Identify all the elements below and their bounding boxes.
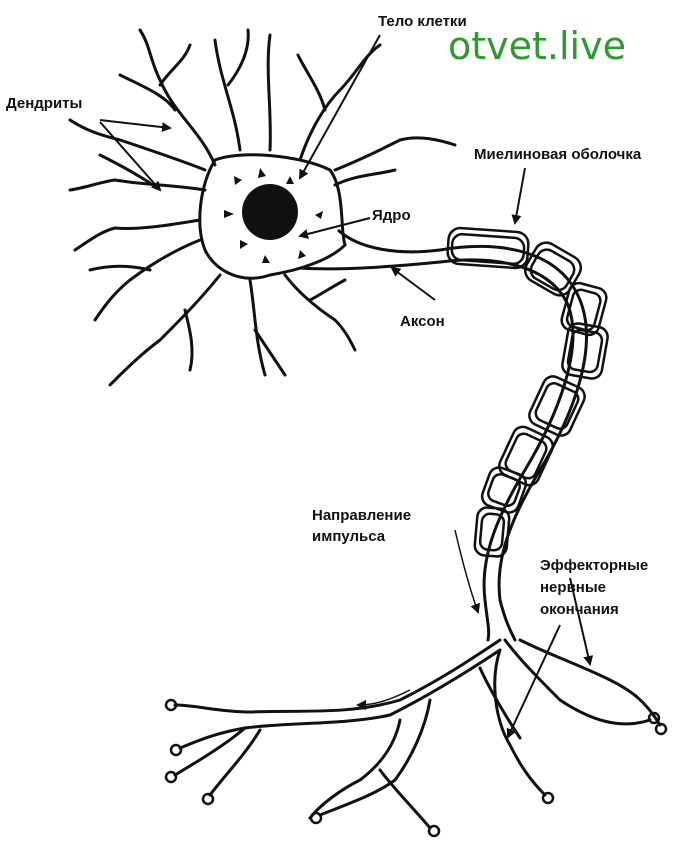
label-dendrites: Дендриты: [6, 95, 83, 112]
label-arrows: [99, 34, 594, 739]
nucleus: [242, 184, 298, 240]
axon-lower-edge: [299, 260, 441, 271]
myelin-sheath: [446, 226, 609, 558]
cell-body-outline: [198, 153, 347, 280]
axon-hillock: [336, 228, 441, 254]
terminal-knobs: [164, 698, 668, 838]
impulse-arrows: [356, 529, 480, 710]
label-myelin-sheath: Миелиновая оболочка: [474, 146, 642, 163]
label-effector-endings-2: нервные: [540, 579, 606, 596]
dendrites: [68, 28, 457, 387]
label-impulse-direction-2: импульса: [312, 528, 386, 545]
axon-terminals: [173, 638, 662, 830]
nissl-bodies: [224, 168, 323, 263]
label-effector-endings-1: Эффекторные: [540, 557, 649, 574]
watermark: otvet.live: [448, 24, 626, 68]
label-nucleus: Ядро: [372, 207, 411, 224]
label-impulse-direction-1: Направление: [312, 507, 412, 524]
label-cell-body: Тело клетки: [378, 13, 467, 30]
label-axon: Аксон: [400, 313, 445, 330]
label-effector-endings-3: окончания: [540, 601, 619, 618]
